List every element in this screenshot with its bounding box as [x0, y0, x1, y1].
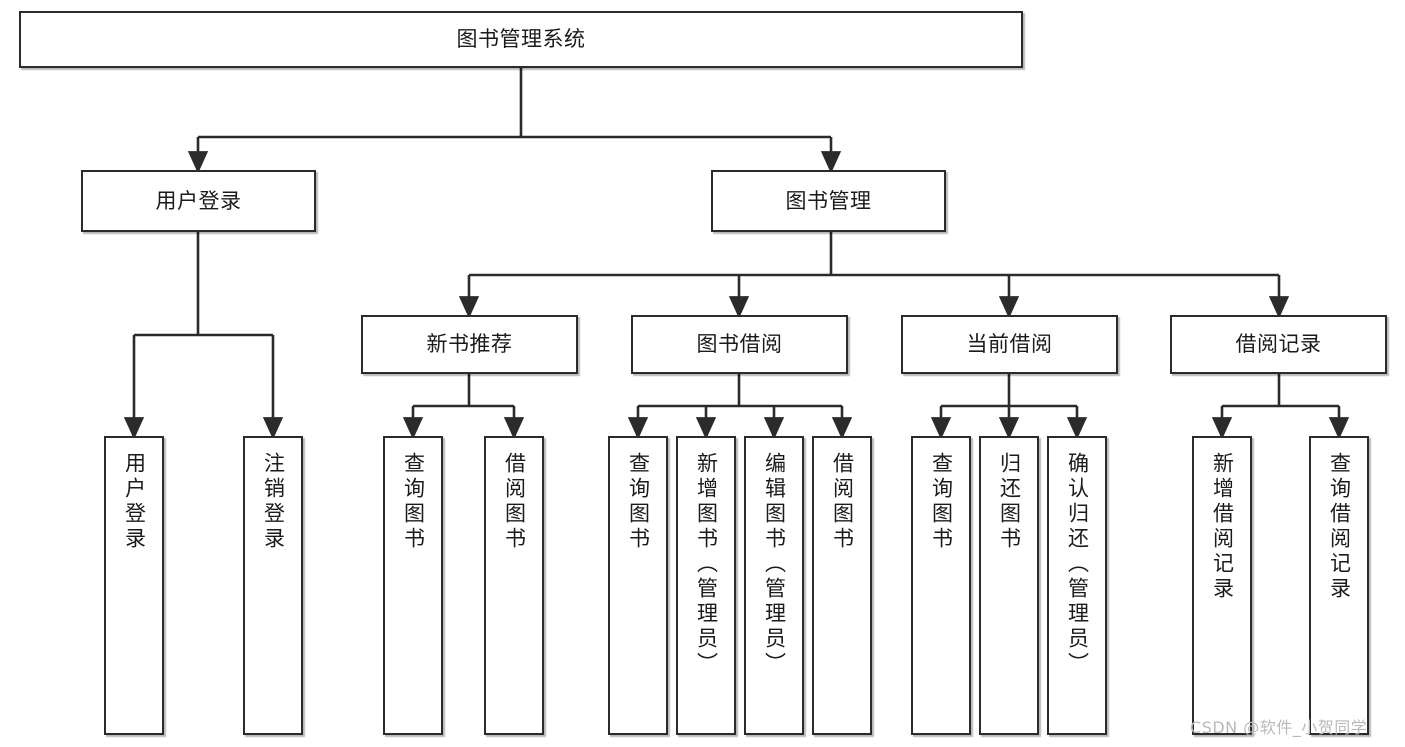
leaf-current-confirm-return[interactable]: 确认归还（管理员） — [1047, 436, 1107, 735]
node-user-login-label: 用户登录 — [155, 188, 242, 213]
leaf-record-query-record-label: 查询借阅记录 — [1327, 452, 1352, 602]
leaf-recommend-borrow-book[interactable]: 借阅图书 — [484, 436, 544, 735]
node-new-book-recommend[interactable]: 新书推荐 — [361, 315, 578, 374]
node-book-management[interactable]: 图书管理 — [711, 170, 946, 232]
leaf-borrow-add-book-label: 新增图书（管理员） — [694, 452, 719, 677]
leaf-record-add-record-label: 新增借阅记录 — [1210, 452, 1235, 602]
leaf-current-query-book[interactable]: 查询图书 — [911, 436, 971, 735]
leaf-borrow-query-book[interactable]: 查询图书 — [608, 436, 668, 735]
node-book-borrow-label: 图书借阅 — [696, 332, 783, 357]
leaf-user-login-logout-label: 注销登录 — [261, 452, 286, 552]
node-borrow-record[interactable]: 借阅记录 — [1170, 315, 1387, 374]
node-borrow-record-label: 借阅记录 — [1235, 332, 1322, 357]
leaf-current-confirm-return-label: 确认归还（管理员） — [1065, 452, 1090, 677]
leaf-current-return-book-label: 归还图书 — [997, 452, 1022, 552]
leaf-record-add-record[interactable]: 新增借阅记录 — [1192, 436, 1252, 735]
leaf-recommend-query-book[interactable]: 查询图书 — [383, 436, 443, 735]
node-current-borrow-label: 当前借阅 — [966, 332, 1053, 357]
node-book-borrow[interactable]: 图书借阅 — [631, 315, 848, 374]
leaf-borrow-edit-book-label: 编辑图书（管理员） — [762, 452, 787, 677]
leaf-borrow-add-book[interactable]: 新增图书（管理员） — [676, 436, 736, 735]
leaf-user-login-login-label: 用户登录 — [122, 452, 147, 552]
leaf-recommend-query-book-label: 查询图书 — [401, 452, 426, 552]
leaf-recommend-borrow-book-label: 借阅图书 — [502, 452, 527, 552]
node-root-label: 图书管理系统 — [456, 27, 586, 52]
leaf-borrow-borrow-book[interactable]: 借阅图书 — [812, 436, 872, 735]
leaf-current-return-book[interactable]: 归还图书 — [979, 436, 1039, 735]
leaf-user-login-logout[interactable]: 注销登录 — [243, 436, 303, 735]
node-new-book-recommend-label: 新书推荐 — [426, 332, 513, 357]
leaf-record-query-record[interactable]: 查询借阅记录 — [1309, 436, 1369, 735]
leaf-borrow-borrow-book-label: 借阅图书 — [830, 452, 855, 552]
node-current-borrow[interactable]: 当前借阅 — [901, 315, 1118, 374]
leaf-borrow-edit-book[interactable]: 编辑图书（管理员） — [744, 436, 804, 735]
node-book-management-label: 图书管理 — [785, 188, 872, 213]
leaf-user-login-login[interactable]: 用户登录 — [104, 436, 164, 735]
node-user-login[interactable]: 用户登录 — [81, 170, 316, 232]
leaf-current-query-book-label: 查询图书 — [929, 452, 954, 552]
node-root[interactable]: 图书管理系统 — [19, 11, 1023, 68]
leaf-borrow-query-book-label: 查询图书 — [626, 452, 651, 552]
watermark: CSDN @软件_小贺同学 — [1190, 718, 1368, 737]
